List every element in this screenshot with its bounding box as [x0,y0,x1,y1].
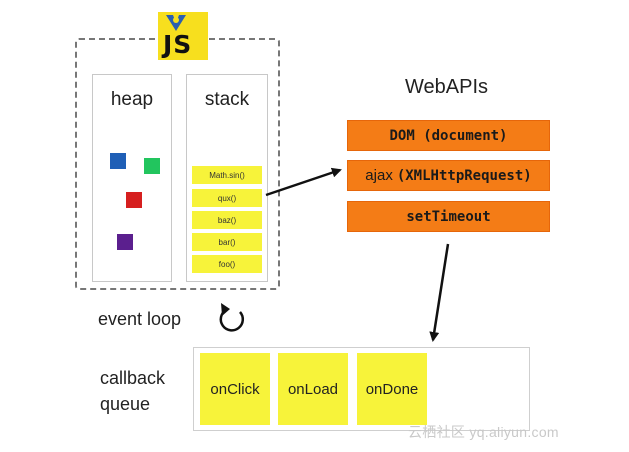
webapi-ajax: ajax (XMLHttpRequest) [347,160,550,191]
callback-onclick: onClick [200,353,270,425]
callback-queue-label-line1: callback [100,368,166,388]
stack-frame: baz() [192,211,262,229]
watermark: 云栖社区 yq.aliyun.com [408,424,559,440]
webapi-dom-label: DOM (document) [389,127,508,144]
js-logo-text: JS [163,30,193,59]
heap-title: heap [110,89,154,110]
js-logo: JS [158,12,208,60]
callback-ondone: onDone [357,353,427,425]
webapi-settimeout-label: setTimeout [406,208,491,225]
heap-object-purple [117,234,133,250]
webapis-title: WebAPIs [405,76,488,98]
event-loop-label: event loop [98,309,182,329]
stack-title: stack [204,89,250,110]
heap-object-blue [110,153,126,169]
event-loop-icon [219,303,245,332]
stack-frame: qux() [192,189,262,207]
callback-queue-box [193,347,530,431]
v8-engine-icon [166,15,186,31]
heap-object-green [144,158,160,174]
stack-to-webapis-arrow [265,167,342,197]
webapis-to-queue-arrow [429,243,450,342]
webapi-settimeout: setTimeout [347,201,550,232]
callback-onload: onLoad [278,353,348,425]
callback-queue-label-line2: queue [100,394,151,414]
webapi-dom: DOM (document) [347,120,550,151]
callback-queue-label: callback queue [100,365,165,417]
webapi-ajax-prefix: ajax [365,167,393,184]
heap-object-red [126,192,142,208]
stack-frame: bar() [192,233,262,251]
webapi-ajax-label: (XMLHttpRequest) [396,167,532,184]
stack-frame: Math.sin() [192,166,262,184]
stack-frame: foo() [192,255,262,273]
